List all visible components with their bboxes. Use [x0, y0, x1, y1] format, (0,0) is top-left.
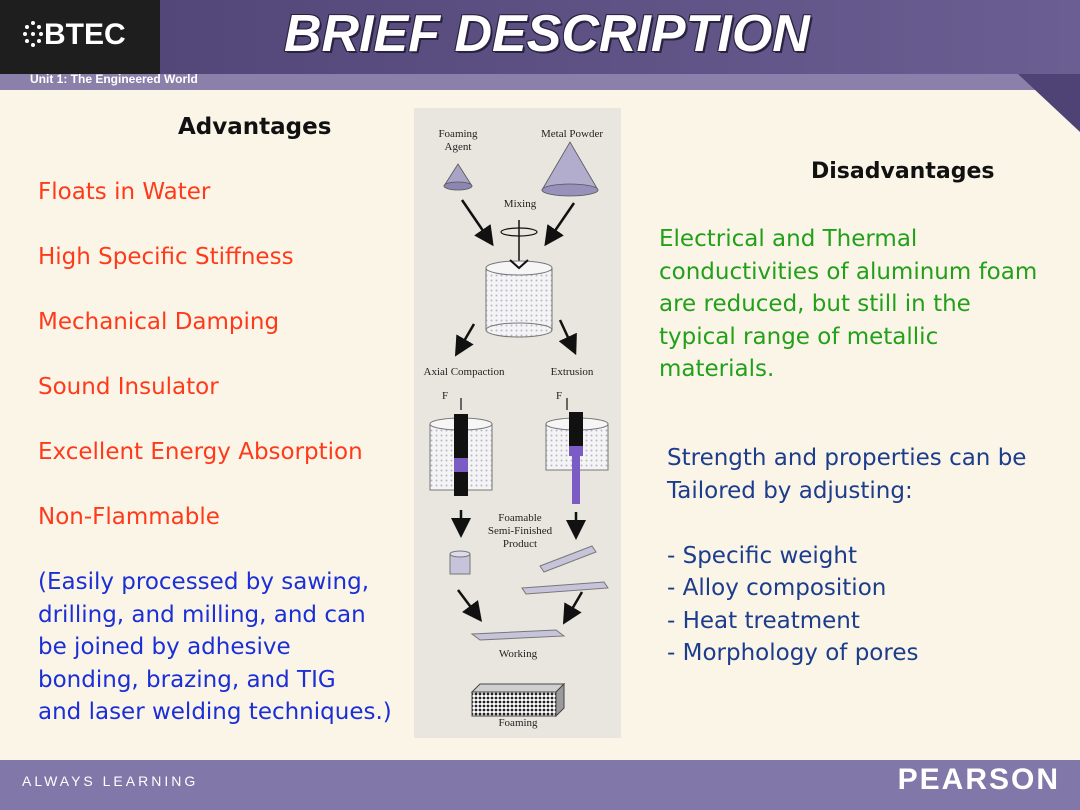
- note-line: drilling, and milling, and can: [38, 601, 366, 628]
- metal-powder-cone: [541, 141, 599, 197]
- disadvantage-line: conductivities of aluminum foam: [659, 258, 1038, 285]
- advantages-heading: Advantages: [178, 114, 332, 140]
- advantage-item: Mechanical Damping: [38, 309, 280, 335]
- disadvantages-text: Electrical and Thermal conductivities of…: [659, 223, 1074, 386]
- label-foaming: Foaming: [498, 717, 538, 729]
- label-foaming-agent: Foaming Agent: [428, 128, 488, 154]
- disadvantages-heading: Disadvantages: [811, 159, 995, 184]
- label-line: Semi-Finished: [487, 525, 553, 537]
- note-line: (Easily processed by sawing,: [38, 569, 370, 595]
- semi-finished-products: [449, 545, 609, 595]
- tailoring-intro-line: Strength and properties can be: [667, 445, 1027, 471]
- label-metal-powder: Metal Powder: [540, 128, 603, 140]
- label-force-left: F: [441, 390, 449, 402]
- tailoring-item: - Specific weight: [667, 542, 857, 569]
- tailoring-item: - Morphology of pores: [667, 640, 919, 666]
- disadvantage-line: materials.: [659, 356, 775, 382]
- axial-compaction-press: [429, 414, 493, 496]
- label-axial-compaction: Axial Compaction: [423, 366, 505, 378]
- disadvantage-line: typical range of metallic: [659, 323, 939, 350]
- header-band: [0, 0, 1080, 74]
- label-semi-finished: Foamable Semi-Finished Product: [478, 512, 562, 551]
- footer-band: [0, 760, 1080, 810]
- advantages-list: Floats in Water High Specific Stiffness …: [38, 176, 418, 566]
- footer-tagline: ALWAYS LEARNING: [22, 773, 199, 789]
- note-line: be joined by adhesive: [38, 634, 291, 660]
- label-force-right: F: [555, 390, 563, 402]
- advantage-item: Excellent Energy Absorption: [38, 439, 363, 465]
- subtitle-bar: [0, 74, 1080, 90]
- spacer: [667, 507, 1077, 540]
- advantage-item: High Specific Stiffness: [38, 244, 294, 270]
- advantage-item: Non-Flammable: [38, 504, 220, 530]
- label-line: Product: [502, 538, 538, 550]
- tailoring-text: Strength and properties can be Tailored …: [667, 442, 1077, 670]
- corner-decoration: [1018, 74, 1080, 132]
- tailoring-intro-line: Tailored by adjusting:: [667, 477, 913, 504]
- label-extrusion: Extrusion: [550, 366, 594, 378]
- extrusion-press: [545, 412, 609, 504]
- label-line: Agent: [444, 141, 472, 153]
- label-line: Foamable: [498, 512, 542, 524]
- logo-text: BTEC: [44, 18, 126, 51]
- advantage-item: Sound Insulator: [38, 374, 219, 400]
- unit-subtitle: Unit 1: The Engineered World: [30, 72, 198, 86]
- tailoring-item: - Alloy composition: [667, 575, 887, 601]
- label-working: Working: [498, 648, 538, 660]
- note-line: and laser welding techniques.): [38, 699, 392, 725]
- page-title: BRIEF DESCRIPTION: [284, 5, 810, 63]
- foamed-block: [470, 682, 566, 718]
- worked-sheet: [470, 629, 566, 641]
- label-line: Foaming: [438, 128, 478, 140]
- process-diagram-graphic: [429, 141, 609, 718]
- disadvantage-line: Electrical and Thermal: [659, 226, 918, 252]
- pearson-logo: PEARSON: [897, 763, 1060, 796]
- foam-process-diagram: Foaming Agent Metal Powder Mixing Axial …: [414, 108, 621, 738]
- tailoring-item: - Heat treatment: [667, 607, 860, 634]
- mixer: [485, 220, 553, 338]
- btec-logo: BTEC: [0, 0, 160, 74]
- advantage-item: Floats in Water: [38, 179, 211, 205]
- disadvantage-line: are reduced, but still in the: [659, 291, 971, 317]
- label-mixing: Mixing: [503, 198, 537, 210]
- note-line: bonding, brazing, and TIG: [38, 666, 336, 693]
- processing-note: (Easily processed by sawing, drilling, a…: [38, 566, 418, 729]
- foaming-agent-cone: [443, 163, 473, 191]
- logo-dots-icon: [23, 21, 43, 47]
